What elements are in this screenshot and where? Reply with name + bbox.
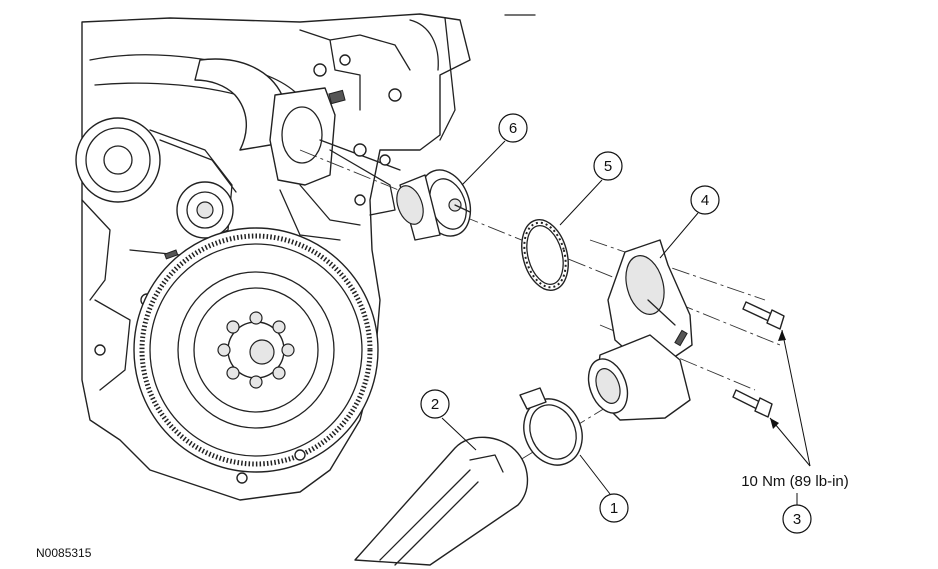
bolts bbox=[732, 301, 785, 418]
flywheel-bolts bbox=[217, 311, 295, 389]
arrowhead-upper bbox=[778, 330, 786, 341]
bolt-upper bbox=[742, 301, 785, 330]
callout-bubble-3 bbox=[782, 504, 812, 534]
o-ring-seal bbox=[521, 219, 569, 291]
callout-number-1: 1 bbox=[610, 500, 618, 517]
torque-specification: 10 Nm (89 lb-in) bbox=[741, 473, 849, 490]
bolt-lower bbox=[732, 389, 773, 418]
figure-id: N0085315 bbox=[36, 546, 92, 560]
thermostat bbox=[396, 169, 472, 241]
arrowhead-lower bbox=[770, 418, 779, 429]
callout-number-2: 2 bbox=[431, 396, 439, 413]
callouts: 6 5 4 2 1 10 Nm (89 lb-in) 3 bbox=[420, 113, 849, 534]
hose-clamp bbox=[519, 387, 583, 466]
callout-bubble-1 bbox=[599, 493, 629, 523]
radiator-hose bbox=[354, 436, 529, 566]
callout-bubble-2 bbox=[420, 389, 450, 419]
callout-number-5: 5 bbox=[604, 158, 612, 175]
callout-number-3: 3 bbox=[793, 511, 801, 528]
callout-number-4: 4 bbox=[701, 192, 709, 209]
callout-number-6: 6 bbox=[509, 120, 517, 137]
callout-bubble-6 bbox=[498, 113, 528, 143]
thermostat-housing bbox=[587, 239, 693, 421]
callout-bubble-4 bbox=[690, 185, 720, 215]
callout-bubble-5 bbox=[593, 151, 623, 181]
flywheel bbox=[133, 227, 379, 484]
